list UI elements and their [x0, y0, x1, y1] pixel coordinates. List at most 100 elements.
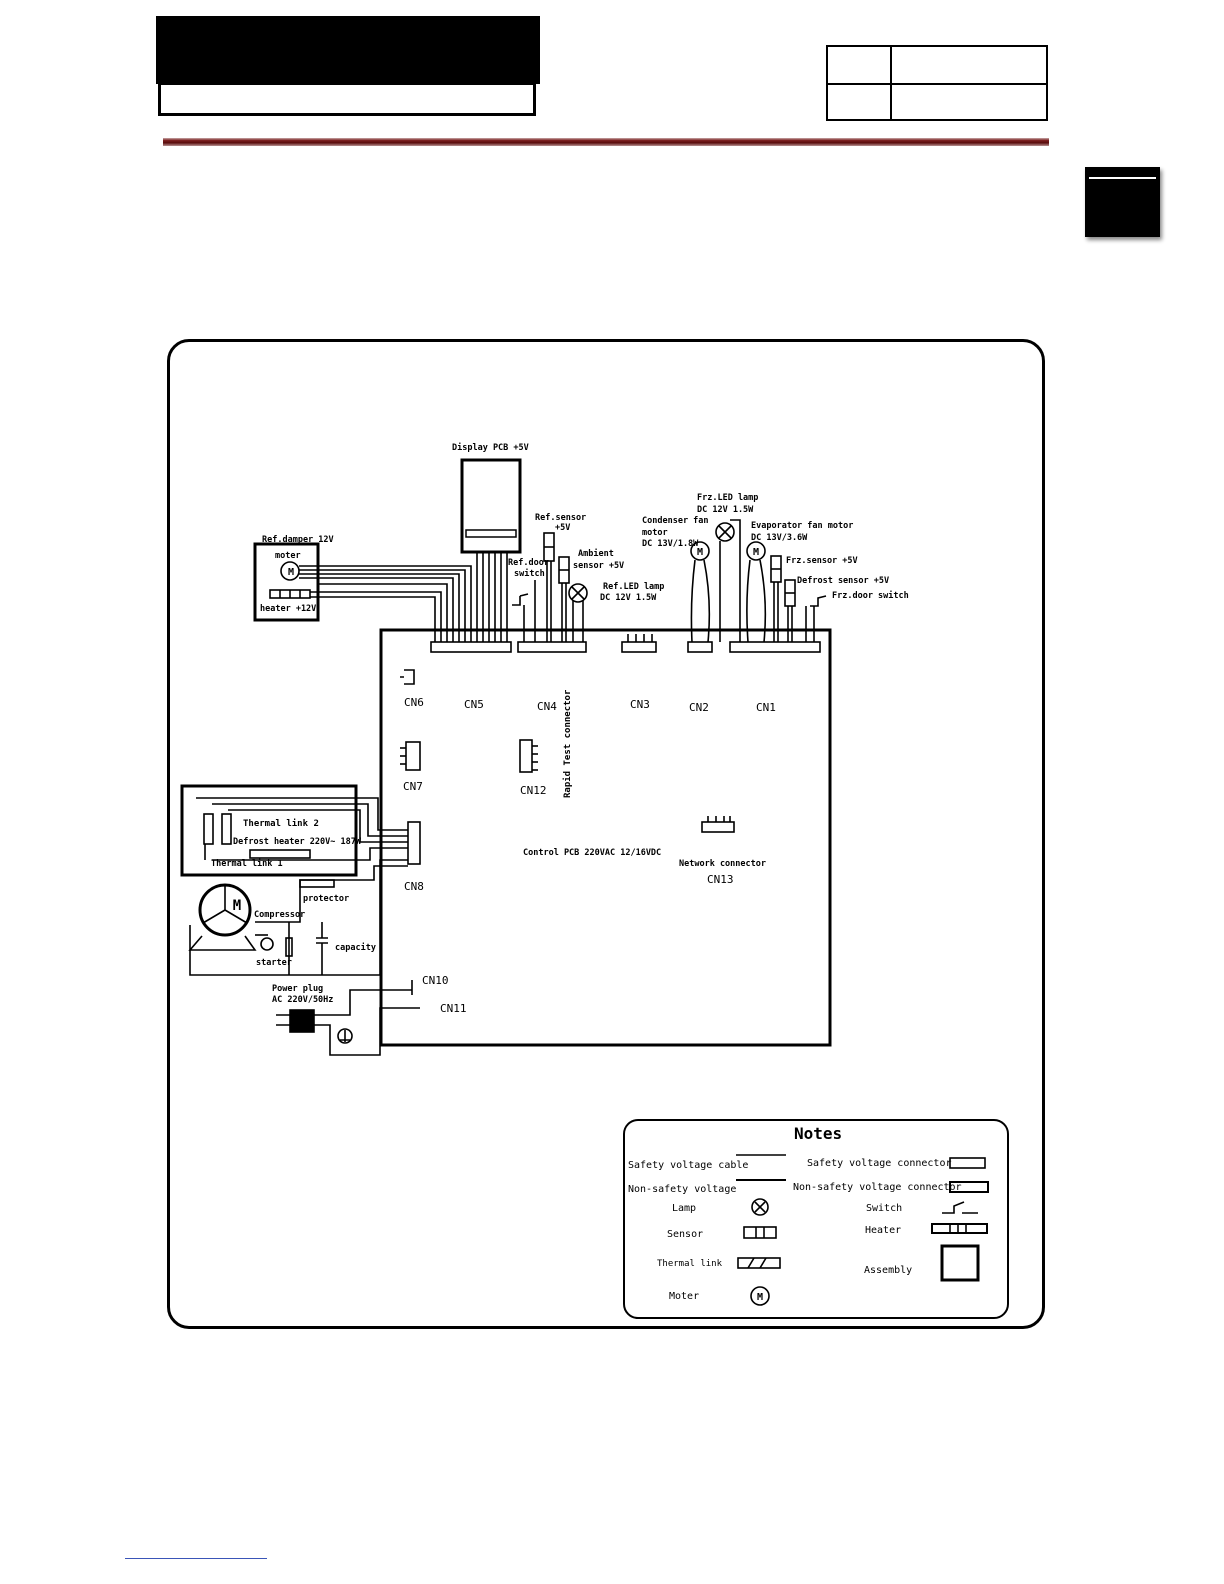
notes-non-safety: Non-safety voltage: [628, 1184, 736, 1195]
capacity-label: capacity: [335, 942, 376, 953]
cn7-connector: [405, 741, 421, 771]
defrost-heater-assembly-box: [180, 784, 358, 877]
protector-label: protector: [303, 894, 349, 904]
display-pcb-label: Display PCB +5V: [452, 442, 529, 453]
ambient-sensor-voltage: sensor +5V: [573, 561, 624, 571]
defrost-heater-label: Defrost heater 220V~ 187W: [233, 837, 362, 847]
notes-heater: Heater: [865, 1225, 901, 1236]
cn4-label: CN4: [537, 700, 557, 713]
damper-motor-label: M: [288, 567, 294, 578]
assembly-symbol: [940, 1244, 980, 1282]
revision-table: [826, 45, 1048, 121]
cn7-label: CN7: [403, 780, 423, 793]
notes-non-safety-connector: Non-safety voltage connector: [793, 1182, 962, 1193]
cn8-connector: [407, 821, 421, 865]
ref-led-lamp-symbol: [568, 583, 588, 603]
cn6-label: CN6: [404, 696, 424, 709]
cn8-label: CN8: [404, 880, 424, 893]
rapid-test-connector-label: Rapid Test connector: [562, 689, 573, 798]
control-pcb-board: [379, 628, 832, 1047]
ref-led-lamp-label: Ref.LED lamp: [603, 582, 664, 592]
condenser-fan-label-2: motor: [642, 528, 668, 538]
heater-symbol: [931, 1223, 988, 1234]
power-plug-spec: AC 220V/50Hz: [272, 995, 333, 1005]
cn1-connector: [729, 641, 821, 653]
network-connector-label: Network connector: [679, 859, 766, 869]
ref-sensor-label: Ref.sensor: [535, 513, 586, 523]
cn10-label: CN10: [422, 974, 449, 987]
notes-switch: Switch: [866, 1203, 902, 1214]
cn4-connector: [517, 641, 587, 653]
compressor-label: Compressor: [254, 910, 305, 920]
notes-lamp: Lamp: [672, 1203, 696, 1214]
frz-led-lamp-label: Frz.LED lamp: [697, 493, 758, 503]
sensor-symbol: [743, 1226, 777, 1239]
motor-legend-symbol: [750, 1286, 770, 1306]
safety-connector-symbol: [949, 1157, 986, 1169]
header-subtitle-box: [158, 82, 536, 116]
evaporator-fan-spec: DC 13V/3.6W: [751, 533, 808, 543]
notes-assembly: Assembly: [864, 1265, 912, 1276]
thermal-link-2-label: Thermal link 2: [243, 818, 319, 829]
header-rule: [163, 138, 1049, 146]
damper-assembly-box: [253, 542, 320, 622]
starter-label: starter: [256, 958, 292, 968]
compressor-motor-label: M: [233, 898, 241, 914]
damper-motor-symbol: [280, 561, 300, 581]
notes-title: Notes: [794, 1124, 842, 1143]
evaporator-fan-motor-symbol: [746, 541, 766, 561]
evaporator-motor-label: M: [753, 547, 759, 558]
cn12-connector: [519, 739, 533, 773]
ref-led-lamp-spec: DC 12V 1.5W: [600, 593, 657, 603]
condenser-fan-label: Condenser fan: [642, 516, 709, 526]
ref-door-switch-label-2: switch: [514, 568, 545, 579]
notes-safety-cable: Safety voltage cable: [628, 1160, 748, 1171]
thermal-link-2-symbol: [221, 813, 232, 845]
notes-moter: Moter: [669, 1291, 699, 1302]
cn1-label: CN1: [756, 701, 776, 714]
capacitor-symbol: [316, 922, 328, 975]
cn12-label: CN12: [520, 784, 547, 797]
ambient-sensor-label: Ambient: [578, 548, 614, 559]
diagram-frame: [167, 339, 1045, 1329]
cn5-label: CN5: [464, 698, 484, 711]
notes-safety-connector: Safety voltage connector: [807, 1158, 952, 1169]
ref-door-switch-label: Ref.door: [508, 558, 549, 568]
evaporator-fan-label: Evaporator fan motor: [751, 521, 853, 531]
cn3-label: CN3: [630, 698, 650, 711]
frz-led-lamp-symbol: [715, 522, 735, 542]
frz-led-lamp-spec: DC 12V 1.5W: [697, 505, 754, 515]
cn2-connector: [687, 641, 713, 653]
condenser-motor-label: M: [697, 547, 703, 558]
header-title-block: [156, 16, 540, 84]
thermal-link-symbol: [737, 1257, 781, 1269]
thermal-link-1-symbol: [203, 813, 214, 845]
defrost-sensor-label: Defrost sensor +5V: [797, 576, 889, 586]
frz-door-switch-label: Frz.door switch: [832, 590, 909, 601]
protector-symbol: [299, 879, 335, 888]
ref-sensor-voltage: +5V: [555, 523, 570, 533]
cn6-connector: [400, 669, 415, 685]
defrost-heater-symbol: [249, 849, 311, 859]
display-pcb-box: [460, 458, 522, 554]
thermal-link-1-label: Thermal link 1: [211, 858, 283, 869]
notes-thermal-link: Thermal link: [657, 1259, 723, 1269]
power-plug-symbol: [289, 1009, 315, 1033]
cn13-connector: [701, 821, 735, 833]
frz-sensor-label: Frz.sensor +5V: [786, 556, 858, 566]
notes-motor-m: M: [757, 1292, 763, 1303]
condenser-fan-motor-symbol: [690, 541, 710, 561]
side-chapter-tab: [1085, 167, 1160, 237]
damper-heater-text: heater +12V: [260, 604, 316, 614]
condenser-fan-spec: DC 13V/1.8W: [642, 539, 699, 549]
cn13-label: CN13: [707, 873, 734, 886]
footer-link-underline[interactable]: [125, 1558, 267, 1559]
cn2-label: CN2: [689, 701, 709, 714]
cn5-connector: [430, 641, 512, 653]
cn3-connector: [621, 641, 657, 653]
power-plug-label: Power plug: [272, 984, 323, 994]
damper-motor-text: moter: [275, 551, 301, 561]
ref-damper-label: Ref.damper 12V: [262, 535, 334, 545]
control-pcb-label: Control PCB 220VAC 12/16VDC: [523, 848, 661, 858]
